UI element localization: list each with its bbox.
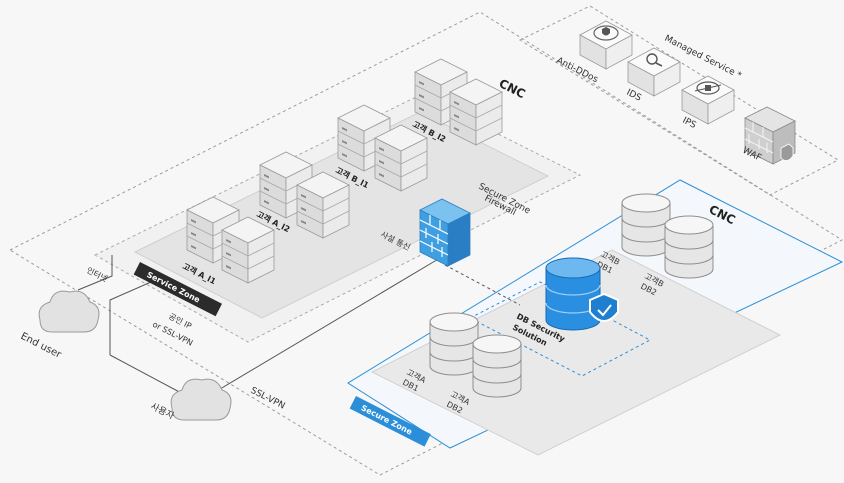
ids-tile: [627, 47, 681, 97]
managed-service-item-label: IDS: [625, 88, 643, 104]
internet-label: 인터넷: [85, 265, 109, 284]
firewall-icon: [419, 198, 471, 267]
connection-line: [109, 354, 186, 396]
outer-network-boundary: [8, 11, 844, 476]
ips-tile: [681, 75, 735, 125]
secure-zone-cnc-area: [370, 249, 782, 456]
server-icon: [221, 216, 275, 284]
connection-line: [209, 257, 441, 396]
lock-icon: [694, 81, 722, 95]
server-icon: [374, 124, 428, 192]
database-icon: [621, 193, 671, 257]
server-icon: [449, 78, 503, 146]
shield-icon: [593, 25, 619, 41]
brick-wall-icon: [744, 106, 796, 165]
cloud-icon: [170, 378, 232, 421]
connection-line: [77, 255, 113, 291]
connection-line: [444, 264, 521, 306]
cloud-icon: [38, 290, 100, 333]
db-security-solution-icon: [545, 257, 619, 331]
search-icon: [646, 53, 663, 67]
server-icon: [296, 171, 350, 239]
database-icon: [429, 312, 479, 376]
database-icon: [664, 215, 714, 279]
shield-icon: [589, 292, 619, 322]
anti-ddos-tile: [579, 20, 633, 70]
managed-service-zone: [518, 5, 840, 196]
database-icon: [472, 334, 522, 398]
connection-line: [109, 277, 161, 355]
managed-service-item-label: IPS: [681, 116, 698, 131]
end-user-label: End user: [19, 331, 64, 361]
